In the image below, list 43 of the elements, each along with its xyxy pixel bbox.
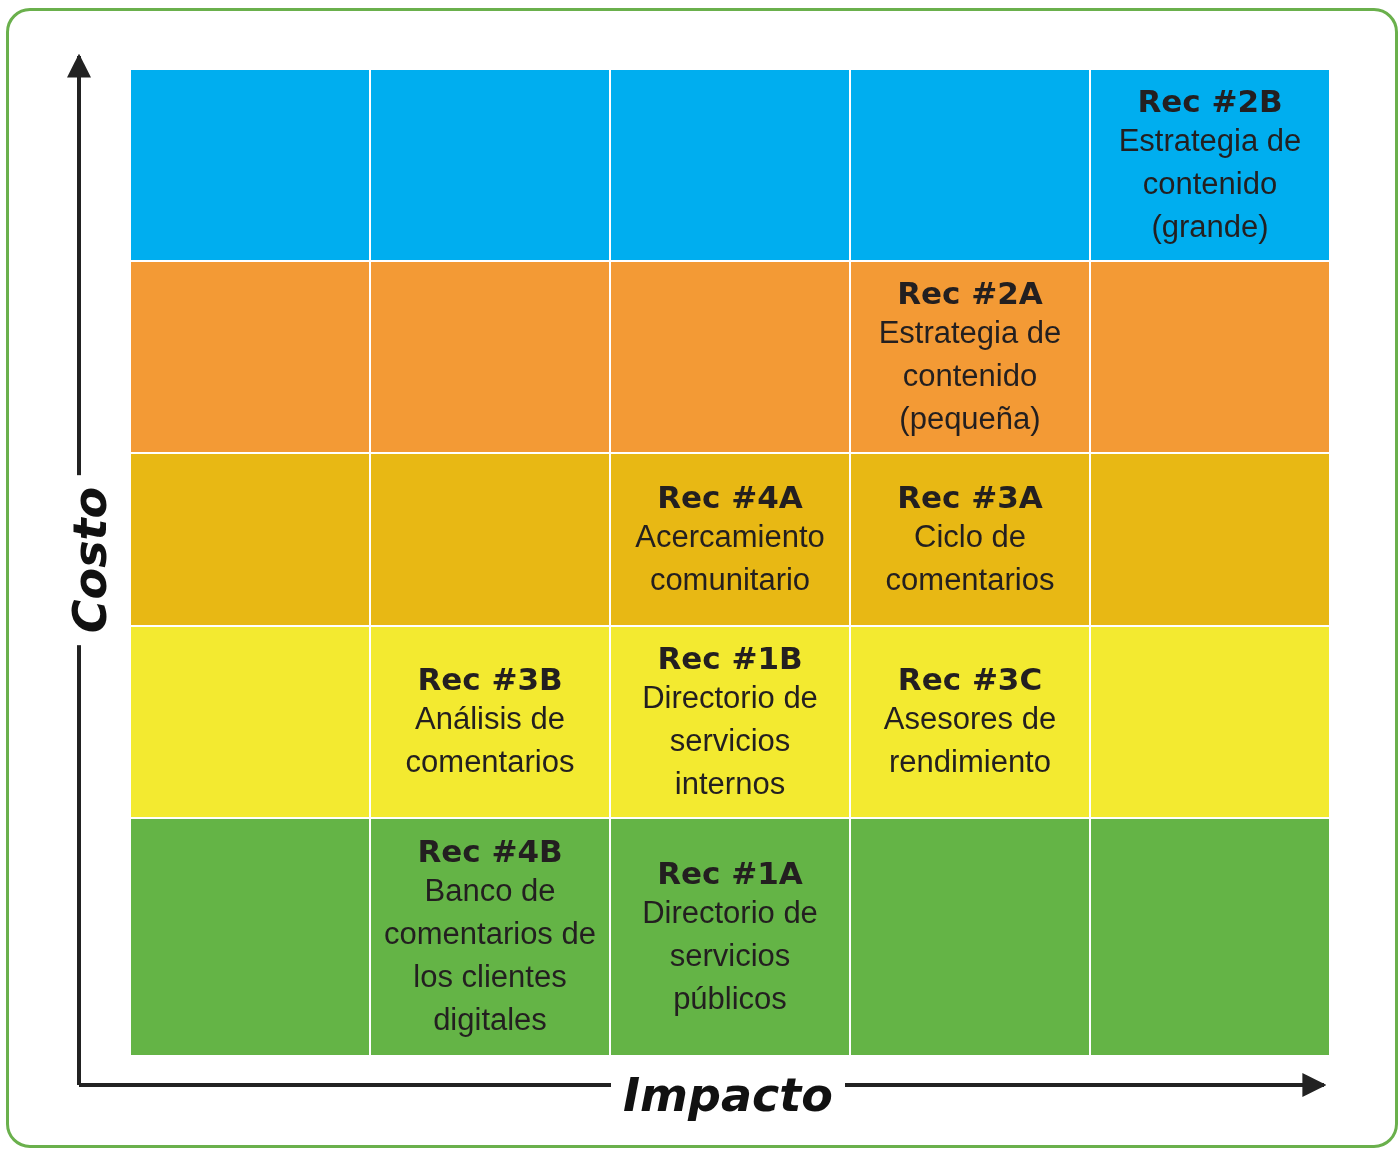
- recommendation-text: Acercamiento comunitario: [634, 517, 826, 599]
- matrix-cell: [131, 627, 369, 817]
- recommendation-id: Rec #2B: [1137, 82, 1283, 119]
- recommendation-text: Estrategia de contenido (pequeña): [877, 313, 1063, 438]
- recommendation-text: Estrategia de contenido (grande): [1117, 121, 1303, 246]
- matrix-cell: [1091, 819, 1329, 1055]
- matrix-cell: [131, 819, 369, 1055]
- matrix-cell: [1091, 454, 1329, 625]
- recommendation-id: Rec #2A: [897, 274, 1043, 311]
- recommendation-text: Directorio de servicios públicos: [641, 893, 819, 1018]
- matrix-cell: [1091, 627, 1329, 817]
- matrix-cell: [611, 627, 849, 817]
- matrix-cell: [851, 262, 1089, 452]
- matrix-cell: [131, 262, 369, 452]
- matrix-cell: [371, 454, 609, 625]
- recommendation-id: Rec #4B: [417, 833, 563, 869]
- recommendation-text: Directorio de servicios internos: [641, 678, 819, 803]
- matrix-cell: [371, 627, 609, 817]
- recommendation-id: Rec #3A: [897, 478, 1043, 515]
- matrix-cell: [611, 262, 849, 452]
- recommendation-text: Análisis de comentarios: [404, 700, 576, 781]
- matrix-cell: [851, 819, 1089, 1055]
- recommendation-text: Asesores de rendimiento: [882, 700, 1058, 781]
- matrix-cell: [131, 70, 369, 260]
- matrix-cell: [1091, 70, 1329, 260]
- matrix-cell: [1091, 262, 1329, 452]
- matrix-cell: [371, 819, 609, 1055]
- matrix-cell: [611, 819, 849, 1055]
- recommendation-id: Rec #1A: [657, 854, 803, 891]
- matrix-cell: [611, 454, 849, 625]
- recommendation-id: Rec #3B: [417, 661, 563, 697]
- matrix-cell: [371, 262, 609, 452]
- recommendation-text: Ciclo de comentarios: [884, 517, 1056, 599]
- matrix-cell: [851, 627, 1089, 817]
- matrix-cell: [371, 70, 609, 260]
- matrix-cell: [851, 454, 1089, 625]
- matrix-cell: [851, 70, 1089, 260]
- matrix-cell: [611, 70, 849, 260]
- matrix-cell: [131, 454, 369, 625]
- recommendation-id: Rec #1B: [657, 639, 803, 676]
- recommendation-id: Rec #4A: [657, 478, 803, 515]
- recommendation-text: Banco de comentarios de los clientes digitales: [383, 872, 597, 1039]
- recommendation-id: Rec #3C: [897, 661, 1043, 697]
